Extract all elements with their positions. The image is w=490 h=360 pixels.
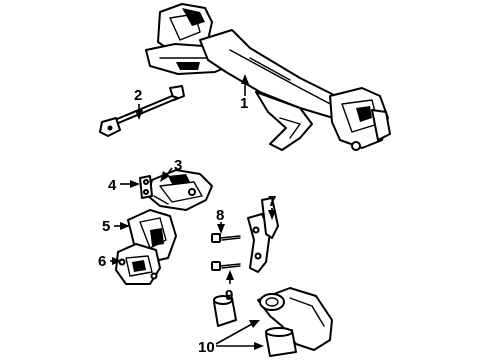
callout-10: 10 xyxy=(198,339,215,356)
mount-bracket-part-3 xyxy=(147,169,213,211)
callout-labels: 1 2 3 4 5 6 7 8 9 10 xyxy=(98,87,276,356)
callout-2: 2 xyxy=(134,87,142,104)
bushings-part-10 xyxy=(213,287,333,357)
mount-part-6 xyxy=(115,243,161,285)
callout-8: 8 xyxy=(216,207,224,224)
bolt-part-8 xyxy=(211,233,241,243)
strut-rod-part-2 xyxy=(99,85,185,137)
callout-7: 7 xyxy=(268,193,276,210)
bolt-part-9 xyxy=(211,261,241,271)
bracket-part-7 xyxy=(247,197,279,273)
leader-lines xyxy=(110,74,276,350)
callout-6: 6 xyxy=(98,253,106,270)
callout-4: 4 xyxy=(108,177,117,194)
callout-9: 9 xyxy=(225,287,233,304)
plate-part-4 xyxy=(139,175,153,199)
callout-1: 1 xyxy=(240,95,248,112)
callout-5: 5 xyxy=(102,218,110,235)
crossmember-part-1 xyxy=(145,3,391,151)
callout-3: 3 xyxy=(174,157,182,174)
